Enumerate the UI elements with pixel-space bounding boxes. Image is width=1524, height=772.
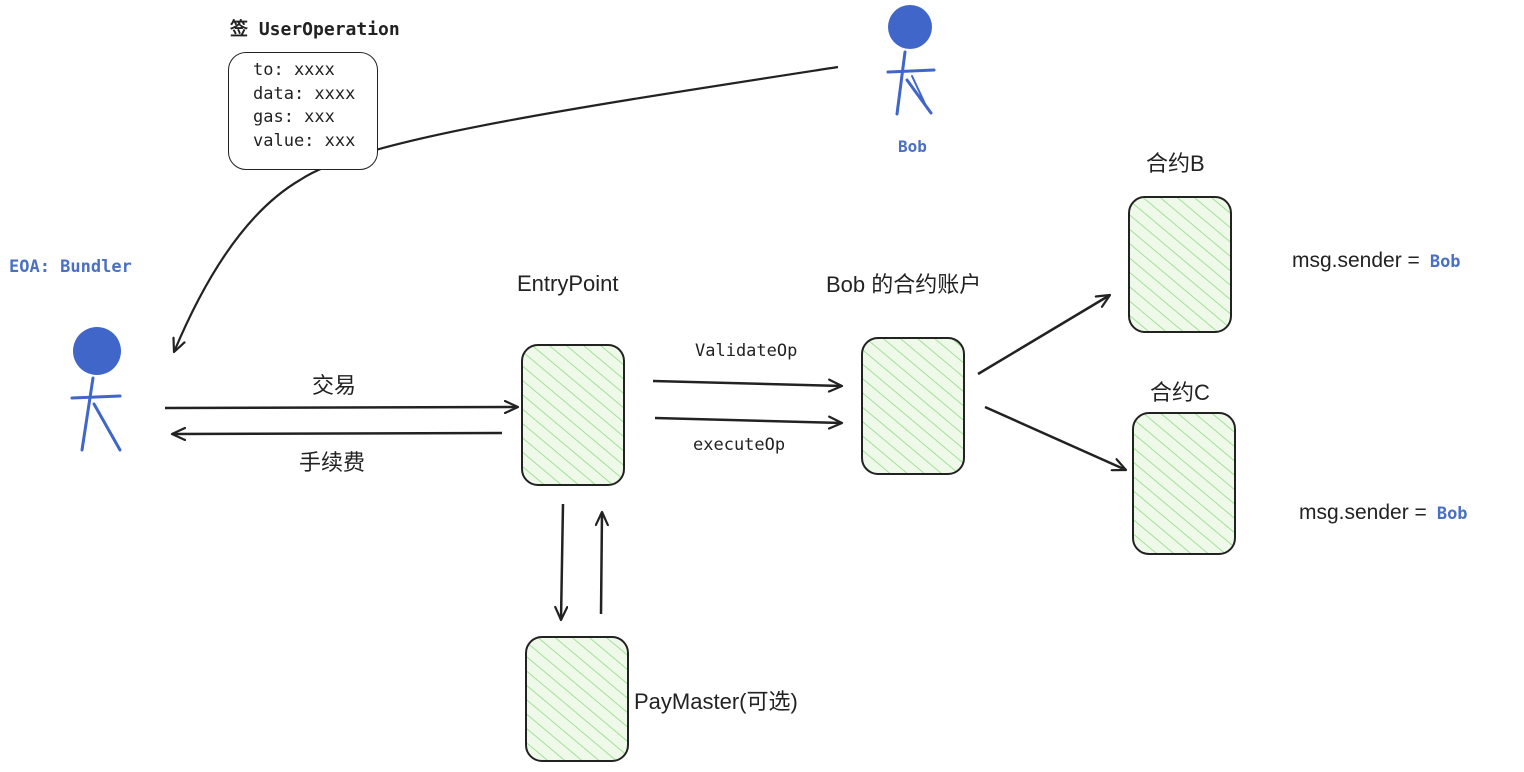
userop-field-data: data: xxxx — [253, 83, 356, 104]
sender-note-b-prefix: msg.sender = — [1292, 249, 1420, 272]
fee-arrow — [172, 433, 503, 434]
paymaster-request-arrow — [561, 503, 563, 620]
entrypoint-box — [521, 344, 625, 486]
entrypoint-label: EntryPoint — [517, 271, 619, 296]
userop-field-gas: gas: xxx — [253, 107, 335, 127]
transaction-label: 交易 — [312, 373, 357, 398]
sender-note-c-prefix: msg.sender = — [1299, 501, 1427, 524]
sender-note-b-value: Bob — [1429, 252, 1461, 272]
sender-note-b: msg.sender = Bob — [1292, 249, 1461, 273]
bob-account-box — [861, 337, 965, 475]
execute-label: executeOp — [693, 435, 786, 455]
execute-arrow — [654, 418, 842, 423]
validate-arrow — [652, 381, 842, 386]
paymaster-box — [525, 636, 629, 762]
userop-title: 签 UserOperation — [230, 19, 400, 40]
bob-account-label: Bob 的合约账户 — [826, 272, 982, 297]
userop-field-to: to: xxxx — [253, 60, 335, 80]
bob-actor-icon — [886, 5, 936, 116]
bundler-label: EOA: Bundler — [9, 257, 132, 277]
paymaster-response-arrow — [601, 512, 602, 615]
transaction-arrow — [164, 407, 518, 408]
contract-b-label: 合约B — [1146, 151, 1205, 176]
contract-c-label: 合约C — [1150, 380, 1210, 405]
paymaster-label: PayMaster(可选) — [634, 689, 798, 714]
fee-label: 手续费 — [299, 450, 366, 475]
userop-card: to: xxxx data: xxxx gas: xxx value: xxx — [228, 52, 378, 170]
validate-label: ValidateOp — [695, 341, 798, 361]
contract-b-box — [1128, 196, 1232, 333]
sender-note-c: msg.sender = Bob — [1299, 501, 1468, 525]
bundler-actor-icon — [70, 327, 122, 452]
call-contract-b-arrow — [977, 295, 1110, 376]
contract-c-box — [1132, 412, 1236, 555]
call-contract-c-arrow — [984, 405, 1126, 470]
userop-field-value: value: xxx — [253, 130, 356, 151]
sender-note-c-value: Bob — [1436, 504, 1468, 524]
bob-label: Bob — [898, 137, 927, 156]
